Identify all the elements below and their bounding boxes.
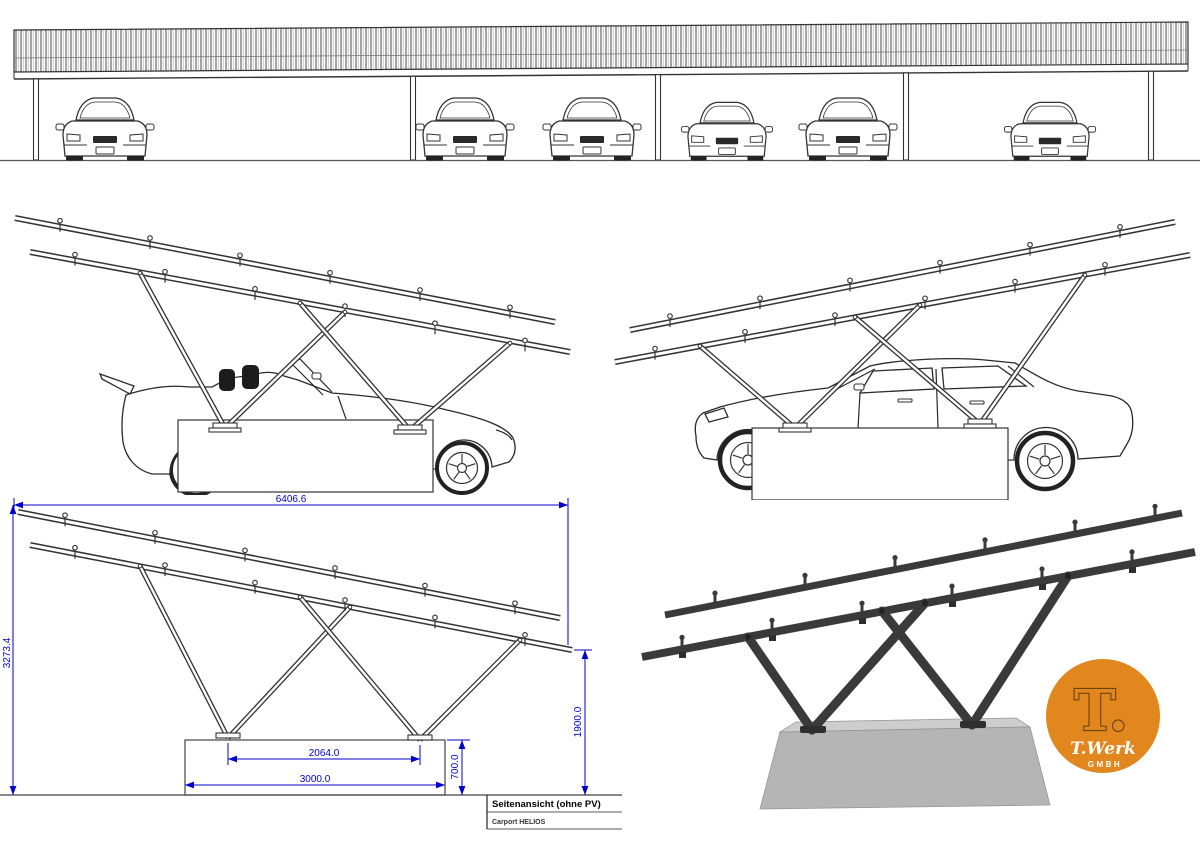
elevation-drawing [0, 21, 1200, 162]
side-view-sedan-drawing [614, 219, 1191, 501]
near-rail [641, 548, 1196, 661]
foot-plate [960, 721, 986, 728]
carport-frame [17, 509, 573, 742]
dim-foundation-height-label: 700.0 [450, 754, 461, 779]
v-legs [743, 571, 1073, 735]
support-post [654, 74, 662, 161]
support-post [902, 72, 910, 161]
headlight [704, 407, 729, 423]
dimension-total-height: 3273.4 [2, 505, 17, 795]
dim-clearance-height-label: 1900.0 [573, 706, 584, 737]
passenger-seat [219, 369, 235, 391]
front-wheel [435, 441, 489, 495]
dimension-drawing: 6406.6 3273.4 1900.0 700.0 2064.0 3000.0… [0, 494, 622, 830]
rear-window [941, 365, 1028, 390]
driver-seat [242, 365, 259, 389]
dimension-total-width: 6406.6 [13, 494, 569, 645]
door-handle [897, 398, 913, 403]
support-post [409, 75, 417, 161]
title-block: Seitenansicht (ohne PV) Carport HELIOS [486, 795, 622, 830]
foot-plate [407, 734, 433, 741]
door-handle [969, 400, 985, 405]
parked-cars [55, 97, 1097, 162]
steel-frame [641, 502, 1196, 735]
foot-plate [967, 418, 993, 425]
logo-circle [1046, 659, 1160, 773]
logo-monogram: T. [1074, 678, 1128, 744]
twerk-logo: T. T.Werk GMBH [1046, 659, 1160, 773]
foot-plate [782, 422, 808, 429]
dim-total-width-label: 6406.6 [276, 495, 307, 505]
dimension-foundation-height: 700.0 [447, 739, 470, 795]
dimension-foundation-width: 3000.0 [185, 774, 445, 789]
car-front [55, 97, 155, 162]
dimension-foot-spacing: 2064.0 [227, 743, 421, 765]
car-front [1003, 101, 1097, 162]
side-mirror [311, 372, 322, 380]
render-3d-drawing: T. T.Werk GMBH [641, 502, 1196, 810]
logo-suffix: GMBH [1088, 760, 1122, 769]
car-front [542, 97, 642, 162]
dimensioned-side-view: 6406.6 3273.4 1900.0 700.0 2064.0 3000.0… [0, 494, 622, 855]
corrugated-roof [13, 21, 1189, 80]
render-3d-view: T. T.Werk GMBH [620, 495, 1200, 855]
view-label: Seitenansicht (ohne PV) [492, 799, 601, 810]
car-front [798, 97, 898, 162]
carport-frame [14, 215, 571, 435]
product-label: Carport HELIOS [492, 819, 546, 826]
foot-plate [212, 422, 238, 429]
side-view-convertible [0, 188, 598, 500]
dimension-clearance-height: 1900.0 [573, 649, 592, 795]
side-view-convertible-drawing [14, 215, 571, 497]
elevation-view [0, 0, 1200, 185]
carport-frame [614, 219, 1191, 433]
far-rail [664, 509, 1183, 619]
logo-name: T.Werk [1070, 739, 1136, 759]
foot-plate [800, 726, 826, 733]
dim-foot-spacing-label: 2064.0 [309, 748, 340, 759]
headlight [495, 429, 513, 441]
rear-spoiler [98, 372, 135, 395]
side-view-sedan [598, 188, 1200, 505]
side-mirror [853, 383, 865, 391]
support-post [32, 78, 40, 161]
foot-plate [215, 732, 241, 739]
car-front [680, 101, 774, 162]
support-post [1147, 70, 1155, 161]
car-front [415, 97, 515, 162]
foot-plate [397, 424, 423, 431]
dim-foundation-width-label: 3000.0 [300, 774, 331, 785]
foundation-block [751, 427, 1009, 501]
dim-total-height-label: 3273.4 [2, 637, 13, 668]
rear-wheel [1014, 430, 1076, 492]
